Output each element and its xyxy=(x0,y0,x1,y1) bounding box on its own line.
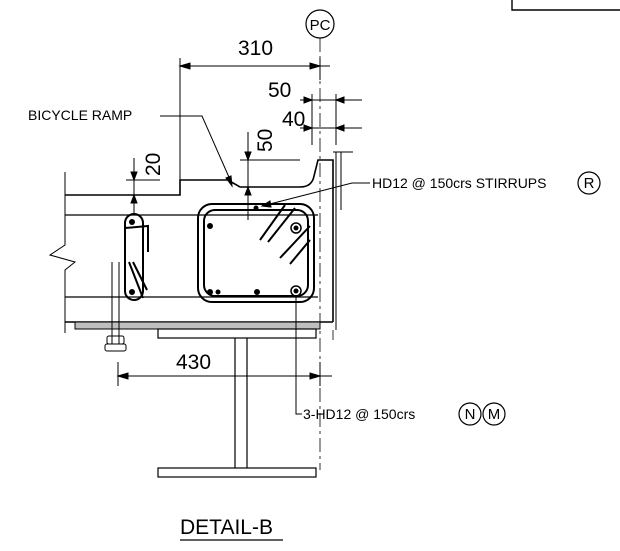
tag-r-text: R xyxy=(584,175,595,192)
dimension-310 xyxy=(178,58,330,180)
dimension-50-40 xyxy=(300,94,362,145)
tag-r-circle xyxy=(577,171,601,195)
pc-grid-tag-text: PC xyxy=(310,17,331,34)
bicycle-ramp-label: BICYCLE RAMP xyxy=(28,107,132,123)
dimension-40-text: 40 xyxy=(282,108,305,131)
break-line xyxy=(48,172,77,333)
left-rebar-dots xyxy=(129,219,135,295)
tag-n-circle xyxy=(458,402,482,426)
stirrup-leader xyxy=(260,182,370,208)
detail-title: DETAIL-B xyxy=(180,516,273,539)
bars-leader xyxy=(295,296,302,415)
bicycle-ramp-leader xyxy=(160,115,233,188)
stirrup-cage xyxy=(197,203,315,303)
anchor-bolt xyxy=(104,262,127,352)
dimension-20-text: 20 xyxy=(142,153,165,176)
dimension-430-text: 430 xyxy=(176,351,211,374)
steel-i-beam xyxy=(157,328,317,478)
dimension-50-left-text: 50 xyxy=(254,129,277,152)
dimension-50-vertical xyxy=(240,132,300,220)
dimension-50-top-text: 50 xyxy=(268,79,291,102)
tag-m-text: M xyxy=(488,406,501,423)
title-block-corner xyxy=(511,0,620,11)
dimension-20-vertical xyxy=(126,158,160,214)
dimension-430 xyxy=(116,362,332,386)
stirrup-label: HD12 @ 150crs STIRRUPS xyxy=(372,175,546,191)
side-plate xyxy=(332,151,353,340)
dimension-310-text: 310 xyxy=(238,37,273,60)
tag-m-circle xyxy=(482,402,506,426)
left-rebar-cage xyxy=(124,213,149,301)
bars-label: 3-HD12 @ 150crs xyxy=(303,406,415,422)
tag-n-text: N xyxy=(465,406,476,423)
